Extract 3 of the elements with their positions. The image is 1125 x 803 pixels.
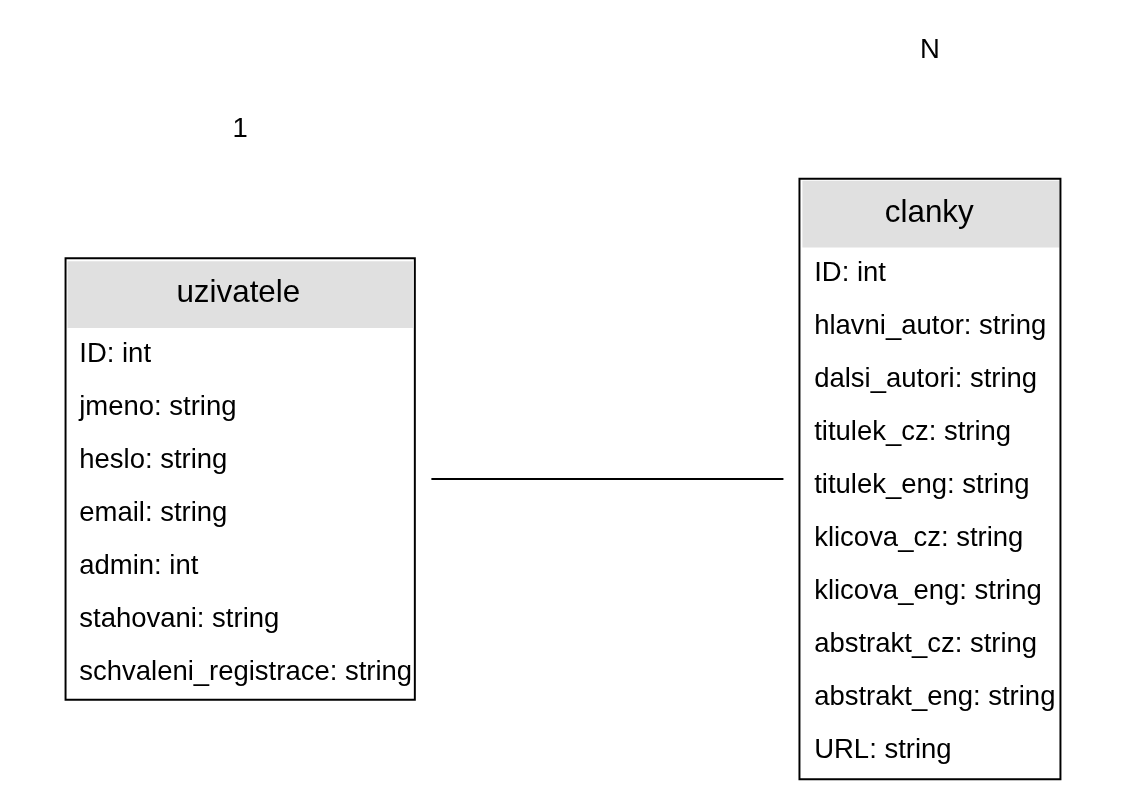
- label: N: [919, 33, 940, 65]
- connector: [429, 478, 784, 480]
- label: 1: [232, 111, 248, 143]
